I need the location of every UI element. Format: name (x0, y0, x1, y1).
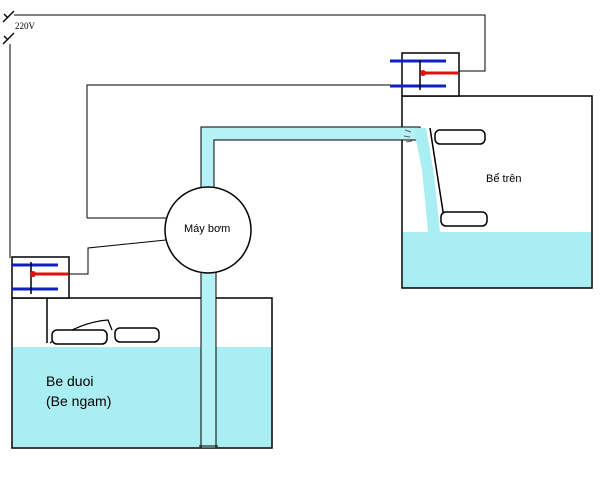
lower-tank-label-line2: (Be ngam) (46, 393, 111, 409)
lower-tank: Be duoi (Be ngam) (11, 297, 273, 449)
lower-tank-label-line1: Be duoi (46, 373, 93, 389)
voltage-label: 220V (15, 21, 36, 31)
suction-pipe (200, 271, 217, 449)
lower-float-switch (11, 256, 160, 345)
upper-float-high (434, 129, 486, 145)
lower-switch-box (11, 256, 70, 299)
splash-marks (403, 129, 413, 143)
delivery-pipe-horizontal (200, 126, 421, 190)
upper-switch-contact (420, 70, 426, 76)
water-pipes (199, 126, 440, 449)
power-source: 220V (2, 10, 36, 45)
pump-wire-upper (86, 84, 402, 218)
pump-label: Máy bơm (184, 223, 230, 235)
upper-tank-water (403, 232, 591, 288)
lower-float-right (114, 327, 160, 343)
supply-wire-top (14, 14, 486, 72)
water-stream (414, 128, 440, 232)
pump-icon (164, 186, 252, 274)
upper-float-low (440, 211, 488, 227)
lower-float-left (51, 329, 108, 345)
pump-wire-lower (69, 239, 167, 275)
upper-tank-label: Bể trên (486, 173, 521, 185)
upper-tank: Bể trên (401, 95, 593, 289)
upper-float-switch (390, 52, 488, 227)
wiring (9, 14, 486, 275)
lower-switch-contact (30, 271, 36, 277)
plug-icon (2, 10, 15, 45)
pump: Máy bơm (164, 186, 252, 274)
lower-tank-water (13, 347, 272, 447)
upper-tank-outline (401, 95, 593, 289)
lower-tank-outline (11, 297, 273, 449)
upper-float-rod (429, 127, 445, 219)
